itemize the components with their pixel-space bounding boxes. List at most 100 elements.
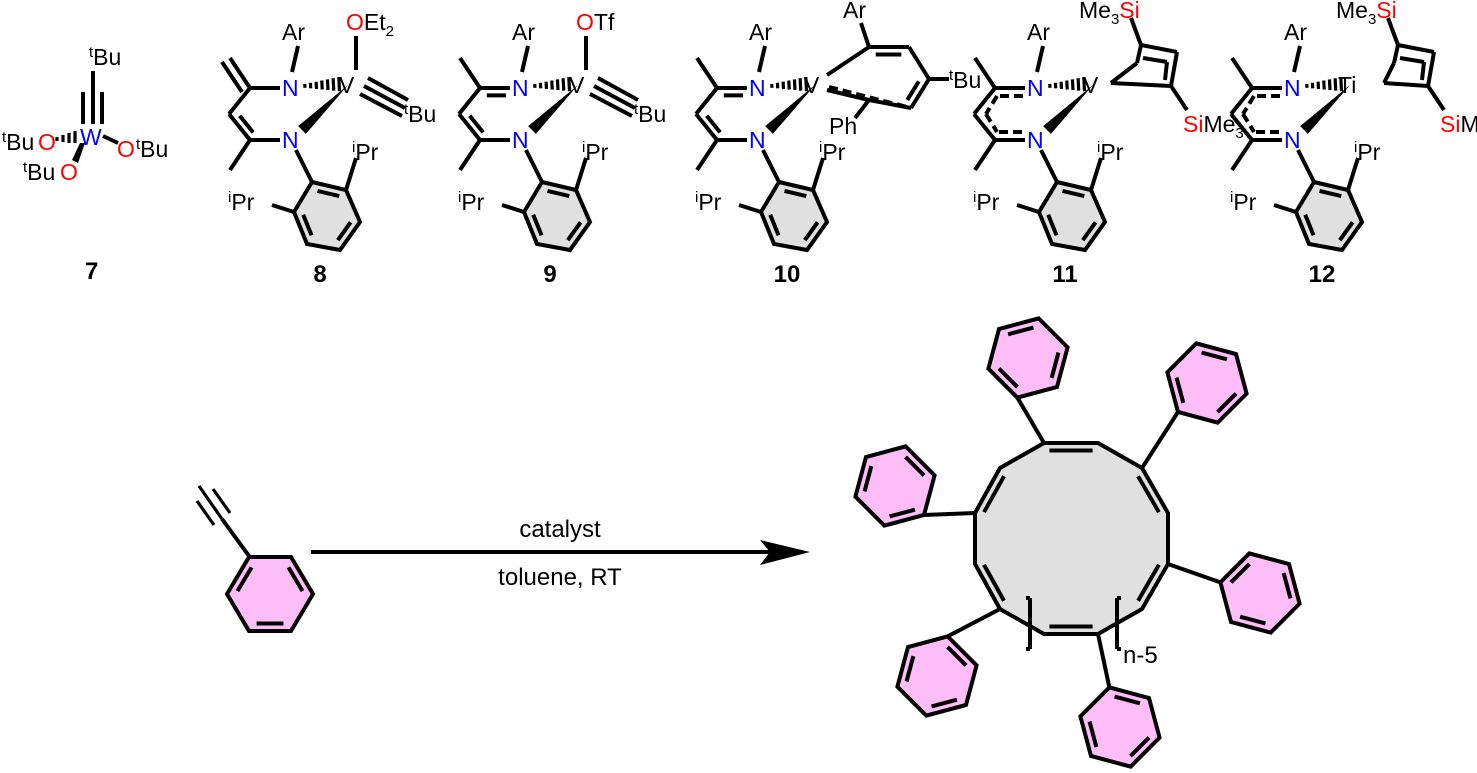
atom-V: V (1083, 72, 1099, 98)
bond (1383, 81, 1429, 88)
group-Ar: Ar (1027, 19, 1050, 45)
atom-N: N (1284, 75, 1301, 101)
double-bond-inner (317, 188, 340, 198)
double-bond-inner (1319, 188, 1342, 198)
bond (290, 45, 300, 73)
bond (694, 86, 719, 116)
bond (1142, 56, 1168, 64)
bond (227, 112, 252, 142)
bond (1292, 45, 1302, 73)
atom-V: V (569, 72, 585, 98)
repeat-bracket-right (1115, 596, 1121, 651)
bond (1399, 56, 1425, 64)
atom-N: N (1027, 75, 1044, 101)
atom-N: N (1284, 127, 1301, 153)
compound-12: NNAriPriPr12TiMe3SiSiMe3 (1229, 0, 1477, 288)
wedge-bond (298, 85, 348, 134)
phenyl-bond (1096, 633, 1112, 688)
ligand-OTf: OTf (576, 9, 615, 35)
double-bond-inner (931, 697, 958, 709)
alkyne-bond (211, 488, 232, 514)
group-SiMe3: SiMe3 (1440, 111, 1477, 142)
group-iPr: iPr (695, 189, 722, 215)
atom-N: N (282, 75, 299, 101)
group-Ar: Ar (282, 19, 305, 45)
arrow-head (760, 540, 810, 565)
bond (973, 56, 997, 90)
phenyl-ring (224, 555, 316, 633)
bond (589, 92, 633, 118)
double-bond-inner (1136, 475, 1161, 514)
group-Ar: Ar (1284, 19, 1307, 45)
macrocycle-ring (973, 441, 1170, 636)
compound-label: 11 (1052, 261, 1077, 288)
double-bond-inner (1081, 221, 1098, 242)
double-bond-inner (468, 114, 485, 134)
repeat-bracket-left (1026, 596, 1032, 651)
group-Ar: Ar (512, 19, 535, 45)
group-SiMe3: Me3Si (1079, 0, 1140, 28)
group-tbu: tBu (89, 44, 121, 70)
phenyl-bond (1015, 396, 1046, 445)
bond (457, 86, 482, 116)
double-bond-inner (1062, 188, 1085, 198)
bond (1230, 138, 1254, 172)
group-Ar: Ar (843, 0, 866, 23)
reaction-arrow: catalyst toluene, RT (311, 516, 810, 591)
group-tbu: tBu (136, 136, 168, 162)
bond (1135, 44, 1143, 64)
bond (367, 76, 409, 102)
bond (1163, 61, 1169, 81)
bond (695, 56, 719, 90)
bond (228, 138, 252, 172)
double-bond-inner (1049, 352, 1061, 379)
reagent-phenylacetylene (195, 485, 316, 633)
bond (1229, 112, 1254, 142)
double-bond-inner (1129, 736, 1151, 758)
delocalized-bond (1241, 112, 1256, 134)
bond (825, 45, 871, 77)
double-bond-inner (301, 214, 314, 236)
double-bond-inner (1087, 721, 1099, 748)
bond (1296, 149, 1316, 183)
hashed-bond (533, 77, 572, 92)
atom-N: N (512, 127, 529, 153)
double-bond-inner (1216, 392, 1238, 414)
bond (1140, 43, 1178, 54)
double-bond-inner (705, 114, 722, 134)
group-iPr: iPr (819, 139, 846, 165)
bond (1129, 17, 1143, 46)
bond (102, 134, 119, 145)
double-bond-inner (946, 645, 968, 667)
bond (694, 112, 719, 142)
group-tBu: tBu (404, 101, 436, 127)
bond (1382, 62, 1396, 84)
group-tbu: tBu (23, 159, 55, 185)
compound-label: 10 (774, 261, 801, 288)
group-Ar: Ar (749, 19, 772, 45)
bond (593, 84, 636, 110)
atom-N: N (1027, 127, 1044, 153)
bond (1397, 43, 1435, 54)
double-bond-inner (905, 80, 921, 101)
repeat-count: n-5 (1123, 642, 1158, 669)
group-tBu: tBu (949, 67, 981, 93)
delocalized-bond (984, 112, 999, 134)
bond (909, 77, 931, 110)
atom-V: V (339, 72, 355, 98)
double-bond-inner (862, 465, 874, 492)
double-bond-inner (889, 507, 916, 519)
bond (1426, 84, 1446, 112)
bond (738, 203, 762, 214)
double-bond-inner (286, 566, 305, 593)
bond (1392, 44, 1400, 64)
phenyl-bond (1140, 410, 1180, 470)
phenyl-bond (1167, 562, 1222, 585)
bond (294, 149, 314, 183)
double-bond-inner (982, 563, 1006, 602)
double-bond-inner (1239, 614, 1266, 626)
